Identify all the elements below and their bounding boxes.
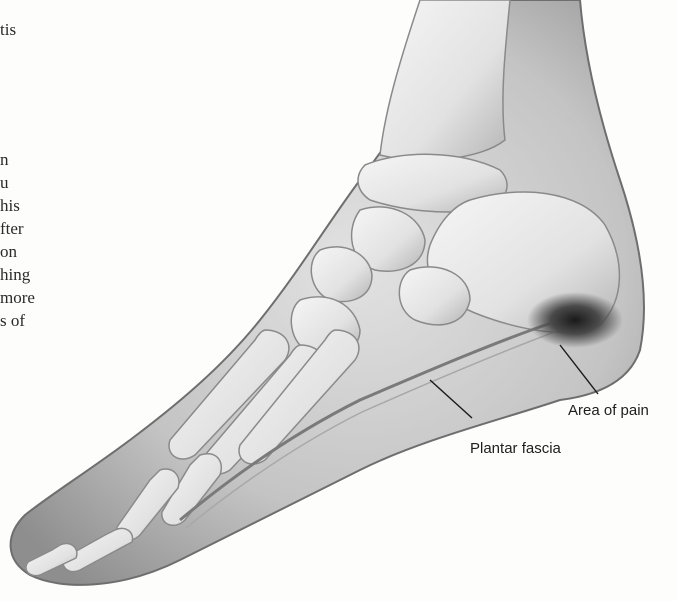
area-of-pain-highlight [527, 292, 623, 348]
label-area-of-pain: Area of pain [568, 402, 649, 419]
label-plantar-fascia: Plantar fascia [470, 440, 561, 457]
tibia-bone [380, 0, 510, 160]
